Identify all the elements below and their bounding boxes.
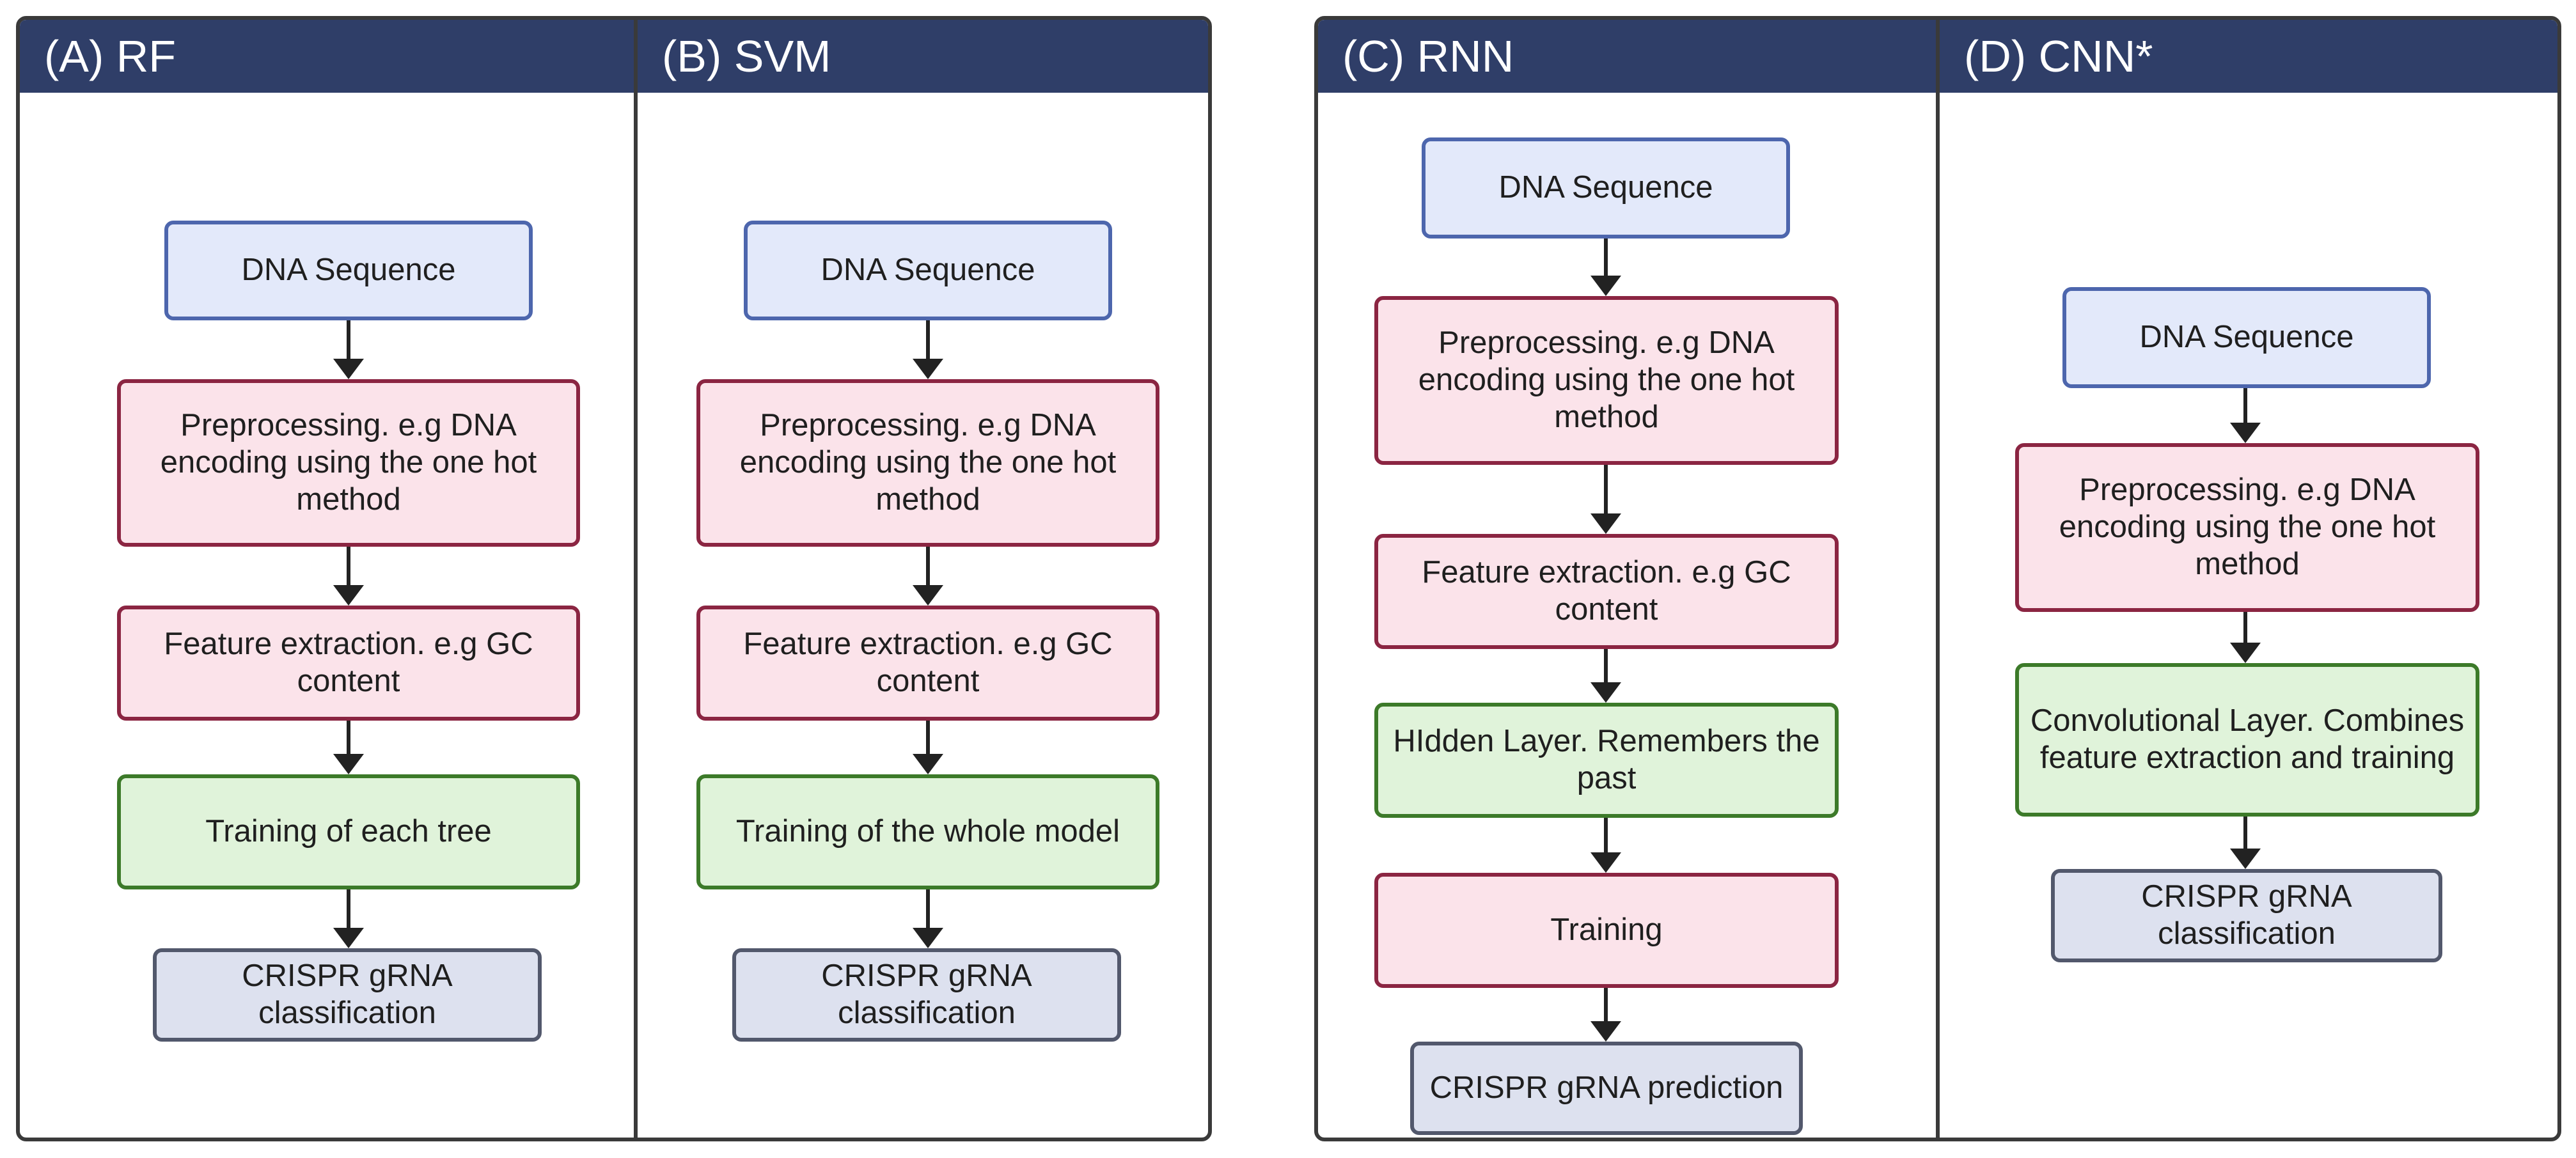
rf-arrow-1	[329, 320, 368, 379]
rnn-arrow-3	[1587, 649, 1625, 703]
panel-svm: (B) SVM DNA Sequence Preprocessing. e.g …	[638, 20, 1208, 1138]
svm-training-box: Training of the whole model	[696, 774, 1159, 889]
cnn-dna-sequence-box: DNA Sequence	[2062, 287, 2431, 388]
svm-dna-sequence-box: DNA Sequence	[744, 221, 1112, 320]
panel-rf: (A) RF DNA Sequence Preprocessing. e.g D…	[20, 20, 634, 1138]
svm-feature-extraction-box: Feature extraction. e.g GC content	[696, 606, 1159, 721]
divider-rf-svm	[634, 20, 638, 1138]
panel-svm-title: (B) SVM	[638, 20, 1208, 93]
rnn-dna-sequence-box: DNA Sequence	[1422, 137, 1790, 239]
rnn-arrow-4	[1587, 818, 1625, 873]
panel-rf-title: (A) RF	[20, 20, 634, 93]
svm-arrow-3	[909, 721, 947, 774]
rf-feature-extraction-box: Feature extraction. e.g GC content	[117, 606, 580, 721]
cnn-output-box: CRISPR gRNA classification	[2051, 869, 2442, 962]
panel-cnn-title: (D) CNN*	[1940, 20, 2557, 93]
rnn-arrow-5	[1587, 988, 1625, 1042]
rnn-training-box: Training	[1374, 873, 1839, 988]
group-rnn-cnn: (C) RNN DNA Sequence Preprocessing. e.g …	[1314, 16, 2561, 1141]
cnn-arrow-2	[2226, 612, 2265, 663]
cnn-arrow-3	[2226, 817, 2265, 869]
rf-arrow-3	[329, 721, 368, 774]
svm-arrow-4	[909, 889, 947, 948]
cnn-preprocessing-box: Preprocessing. e.g DNA encoding using th…	[2015, 443, 2479, 612]
svm-preprocessing-box: Preprocessing. e.g DNA encoding using th…	[696, 379, 1159, 547]
rf-training-box: Training of each tree	[117, 774, 580, 889]
cnn-convolutional-layer-box: Convolutional Layer. Combines feature ex…	[2015, 663, 2479, 817]
rnn-preprocessing-box: Preprocessing. e.g DNA encoding using th…	[1374, 296, 1839, 465]
rf-arrow-2	[329, 547, 368, 606]
group-rf-svm: (A) RF DNA Sequence Preprocessing. e.g D…	[16, 16, 1212, 1141]
rnn-arrow-2	[1587, 465, 1625, 534]
svm-arrow-2	[909, 547, 947, 606]
rnn-feature-extraction-box: Feature extraction. e.g GC content	[1374, 534, 1839, 649]
rnn-output-box: CRISPR gRNA prediction	[1410, 1042, 1803, 1135]
rf-preprocessing-box: Preprocessing. e.g DNA encoding using th…	[117, 379, 580, 547]
panel-rnn-title: (C) RNN	[1318, 20, 1936, 93]
rnn-arrow-1	[1587, 239, 1625, 296]
rnn-hidden-layer-box: HIdden Layer. Remembers the past	[1374, 703, 1839, 818]
rf-arrow-4	[329, 889, 368, 948]
svm-arrow-1	[909, 320, 947, 379]
rf-output-box: CRISPR gRNA classification	[153, 948, 542, 1042]
cnn-arrow-1	[2226, 388, 2265, 443]
panel-rnn: (C) RNN DNA Sequence Preprocessing. e.g …	[1318, 20, 1936, 1138]
divider-rnn-cnn	[1936, 20, 1940, 1138]
panel-cnn: (D) CNN* DNA Sequence Preprocessing. e.g…	[1940, 20, 2557, 1138]
svm-output-box: CRISPR gRNA classification	[732, 948, 1121, 1042]
rf-dna-sequence-box: DNA Sequence	[164, 221, 533, 320]
